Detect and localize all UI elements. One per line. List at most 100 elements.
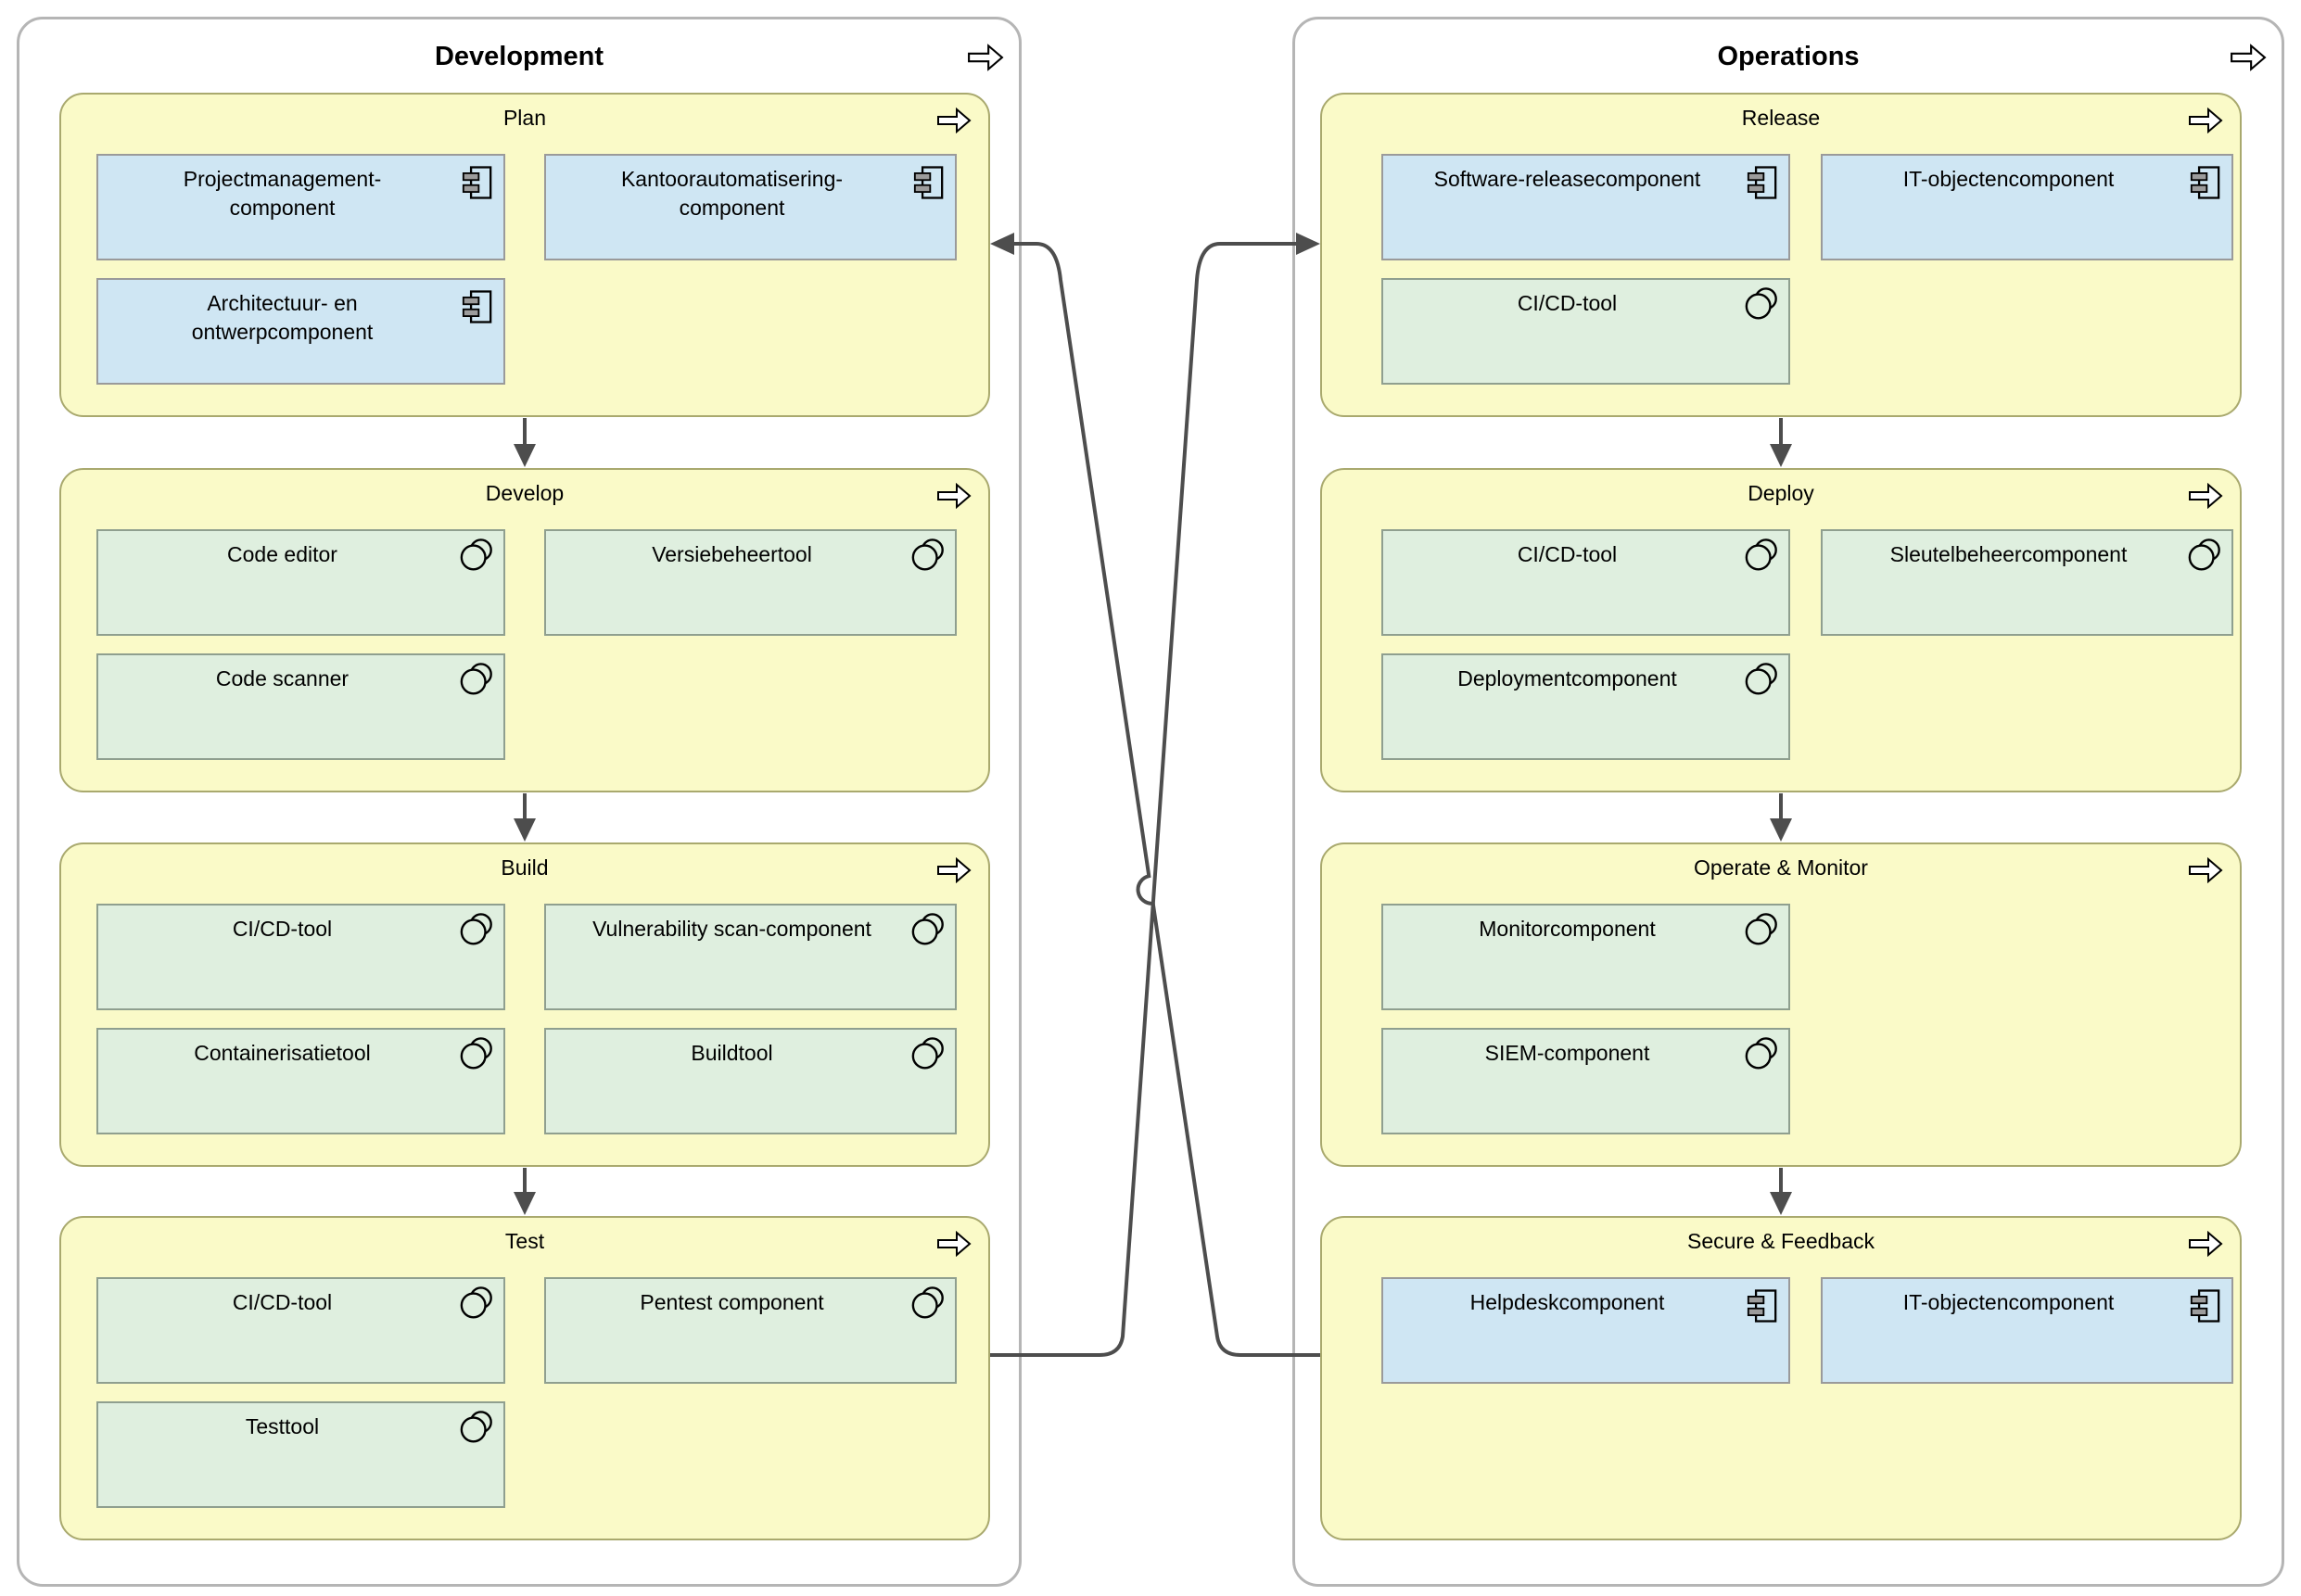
- system-software-icon: [2187, 538, 2222, 574]
- component-label: Code scanner: [215, 666, 350, 690]
- process-icon: [2188, 108, 2223, 133]
- component-it-objecten-feedback[interactable]: IT-objectencomponent: [1821, 1277, 2233, 1384]
- component-pentest[interactable]: Pentest component: [544, 1277, 957, 1384]
- flow-secure-plan: [1012, 242, 1320, 1357]
- component-label: Testtool: [245, 1414, 320, 1438]
- component-projectmanagement[interactable]: Projectmanagement- component: [96, 154, 505, 260]
- component-code-editor[interactable]: Code editor: [96, 529, 505, 636]
- system-software-icon: [910, 538, 946, 574]
- process-icon: [936, 857, 972, 883]
- system-software-icon: [459, 663, 494, 698]
- component-label: Buildtool: [691, 1041, 773, 1065]
- component-label: Software-releasecomponent: [1433, 167, 1701, 191]
- component-label: CI/CD-tool: [1517, 291, 1618, 315]
- component-sleutelbeheer[interactable]: Sleutelbeheercomponent: [1821, 529, 2233, 636]
- component-buildtool[interactable]: Buildtool: [544, 1028, 957, 1134]
- system-software-icon: [1744, 913, 1779, 948]
- stage-test[interactable]: Test CI/CD-tool Pentest component Testto…: [59, 1216, 990, 1540]
- system-software-icon: [459, 1037, 494, 1072]
- component-siem[interactable]: SIEM-component: [1381, 1028, 1790, 1134]
- stage-deploy[interactable]: Deploy CI/CD-tool Sleutelbeheercomponent…: [1320, 468, 2242, 792]
- system-software-icon: [1744, 287, 1779, 323]
- stage-title: Build: [501, 855, 549, 880]
- stage-title: Deploy: [1748, 481, 1814, 505]
- component-vulnerability-scan[interactable]: Vulnerability scan-component: [544, 904, 957, 1010]
- stage-title: Test: [504, 1229, 545, 1253]
- system-software-icon: [459, 538, 494, 574]
- component-versiebeheertool[interactable]: Versiebeheertool: [544, 529, 957, 636]
- component-icon: [1747, 165, 1777, 200]
- system-software-icon: [910, 1037, 946, 1072]
- component-icon: [462, 165, 492, 200]
- process-icon: [936, 483, 972, 509]
- stage-develop[interactable]: Develop Code editor Versiebeheertool Cod…: [59, 468, 990, 792]
- stage-title: Secure & Feedback: [1686, 1229, 1875, 1253]
- component-label: SIEM-component: [1484, 1041, 1650, 1065]
- system-software-icon: [1744, 538, 1779, 574]
- column-title-operations: Operations: [1717, 42, 1860, 71]
- component-cicd-tool-build[interactable]: CI/CD-tool: [96, 904, 505, 1010]
- stage-release[interactable]: Release Software-releasecomponent IT-obj…: [1320, 93, 2242, 417]
- component-architectuur-ontwerp[interactable]: Architectuur- en ontwerpcomponent: [96, 278, 505, 385]
- process-icon: [936, 1231, 972, 1257]
- component-label: Sleutelbeheercomponent: [1889, 542, 2128, 566]
- process-icon: [2230, 44, 2267, 71]
- stage-title: Develop: [485, 481, 565, 505]
- stage-title: Plan: [502, 106, 547, 130]
- component-it-objecten-release[interactable]: IT-objectencomponent: [1821, 154, 2233, 260]
- component-monitor[interactable]: Monitorcomponent: [1381, 904, 1790, 1010]
- component-icon: [2190, 165, 2220, 200]
- process-icon: [2188, 483, 2223, 509]
- stage-build[interactable]: Build CI/CD-tool Vulnerability scan-comp…: [59, 842, 990, 1167]
- component-label: IT-objectencomponent: [1902, 167, 2115, 191]
- system-software-icon: [459, 1286, 494, 1322]
- flow-test-release: [990, 242, 1298, 1357]
- system-software-icon: [459, 913, 494, 948]
- component-deployment[interactable]: Deploymentcomponent: [1381, 653, 1790, 760]
- development-container[interactable]: Development Plan Projectmanagement- comp…: [17, 17, 1022, 1587]
- process-icon: [967, 44, 1004, 71]
- component-cicd-tool-test[interactable]: CI/CD-tool: [96, 1277, 505, 1384]
- component-label: Vulnerability scan-component: [592, 917, 871, 941]
- process-icon: [936, 108, 972, 133]
- component-software-release[interactable]: Software-releasecomponent: [1381, 154, 1790, 260]
- component-cicd-tool-deploy[interactable]: CI/CD-tool: [1381, 529, 1790, 636]
- component-label: Architectuur- en ontwerpcomponent: [191, 291, 374, 344]
- system-software-icon: [1744, 663, 1779, 698]
- component-testtool[interactable]: Testtool: [96, 1401, 505, 1508]
- operations-container[interactable]: Operations Release Software-releasecompo…: [1292, 17, 2284, 1587]
- component-label: Monitorcomponent: [1479, 917, 1656, 941]
- component-label: CI/CD-tool: [232, 1290, 333, 1314]
- system-software-icon: [1744, 1037, 1779, 1072]
- component-label: Versiebeheertool: [652, 542, 812, 566]
- component-helpdesk[interactable]: Helpdeskcomponent: [1381, 1277, 1790, 1384]
- stage-operate-monitor[interactable]: Operate & Monitor Monitorcomponent SIEM-…: [1320, 842, 2242, 1167]
- component-containerisatietool[interactable]: Containerisatietool: [96, 1028, 505, 1134]
- process-icon: [2188, 1231, 2223, 1257]
- component-label: CI/CD-tool: [232, 917, 333, 941]
- component-label: CI/CD-tool: [1517, 542, 1618, 566]
- stage-title: Operate & Monitor: [1694, 855, 1868, 880]
- system-software-icon: [910, 913, 946, 948]
- component-icon: [2190, 1288, 2220, 1324]
- process-icon: [2188, 857, 2223, 883]
- system-software-icon: [910, 1286, 946, 1322]
- stage-plan[interactable]: Plan Projectmanagement- component Kantoo…: [59, 93, 990, 417]
- column-title-development: Development: [434, 42, 604, 71]
- component-label: Kantoorautomatisering- component: [620, 167, 844, 220]
- component-label: Code editor: [227, 542, 337, 566]
- component-label: Containerisatietool: [194, 1041, 371, 1065]
- stage-secure-feedback[interactable]: Secure & Feedback Helpdeskcomponent IT-o…: [1320, 1216, 2242, 1540]
- component-icon: [462, 289, 492, 324]
- component-icon: [1747, 1288, 1777, 1324]
- component-label: Pentest component: [640, 1290, 824, 1314]
- component-kantoorautomatisering[interactable]: Kantoorautomatisering- component: [544, 154, 957, 260]
- component-label: IT-objectencomponent: [1902, 1290, 2115, 1314]
- component-label: Deploymentcomponent: [1457, 666, 1677, 690]
- component-code-scanner[interactable]: Code scanner: [96, 653, 505, 760]
- system-software-icon: [459, 1411, 494, 1446]
- component-label: Helpdeskcomponent: [1469, 1290, 1665, 1314]
- component-icon: [913, 165, 944, 200]
- component-cicd-tool-release[interactable]: CI/CD-tool: [1381, 278, 1790, 385]
- component-label: Projectmanagement- component: [183, 167, 382, 220]
